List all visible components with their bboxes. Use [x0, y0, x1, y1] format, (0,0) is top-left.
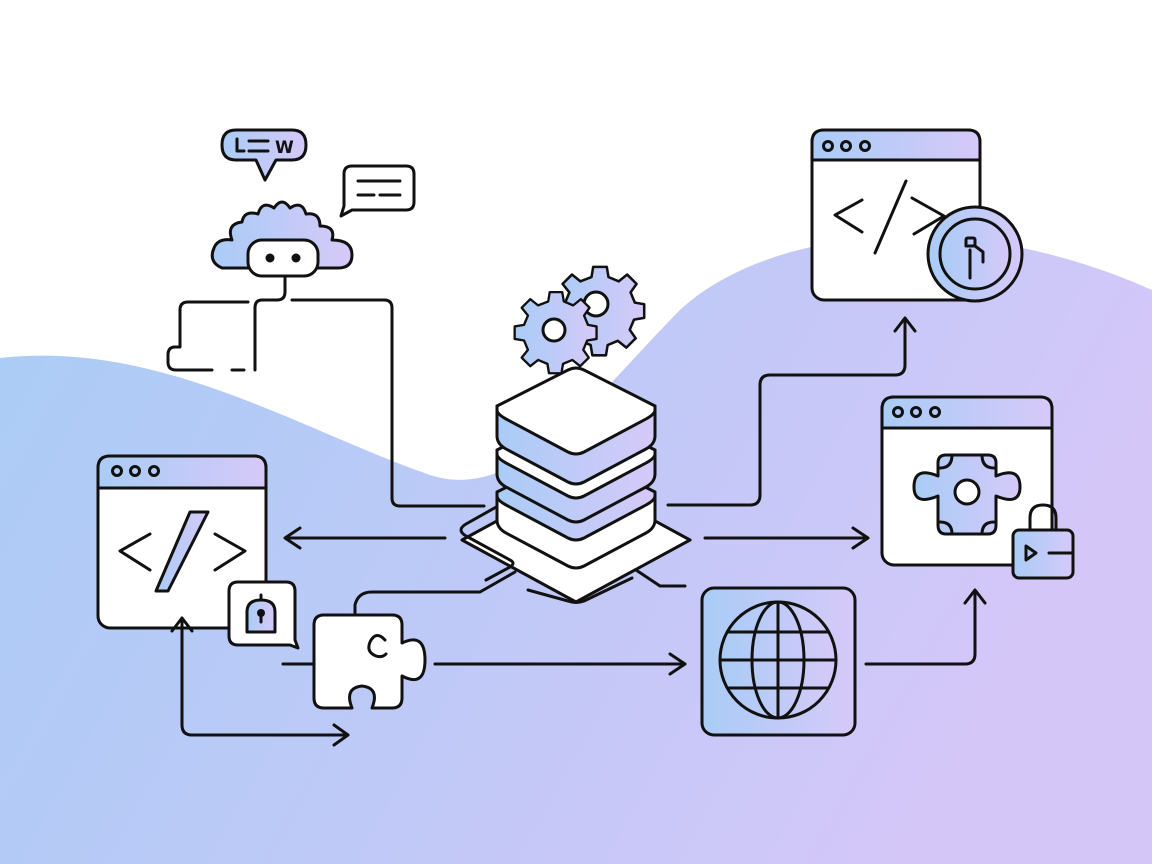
arrow-globe-to-plugin	[864, 588, 987, 666]
puzzle-piece-icon	[312, 570, 517, 710]
chatbot-cloud-icon	[210, 200, 354, 278]
bidirectional-arrow	[170, 616, 350, 747]
code-window-icon	[96, 454, 268, 630]
lock-badge-icon	[227, 580, 300, 650]
bot-to-database-line	[290, 298, 486, 508]
padlock-icon	[1011, 503, 1075, 580]
speech-bubble-icon: W	[220, 128, 308, 182]
git-branch-badge-icon	[926, 205, 1024, 303]
chat-bubble-icon	[339, 164, 416, 218]
arrow-to-plugin-window	[703, 526, 870, 550]
bot-connector-left	[166, 275, 287, 372]
plugin-window-icon	[880, 395, 1054, 567]
gears-icon	[513, 265, 646, 375]
database-stack-icon	[459, 366, 692, 604]
arrow-to-left-window	[283, 526, 447, 550]
speech-bubble-text: W	[275, 138, 294, 158]
globe-icon	[700, 586, 857, 737]
arrow-to-code-window	[666, 316, 917, 507]
arrow-puzzle-to-globe	[433, 652, 687, 676]
